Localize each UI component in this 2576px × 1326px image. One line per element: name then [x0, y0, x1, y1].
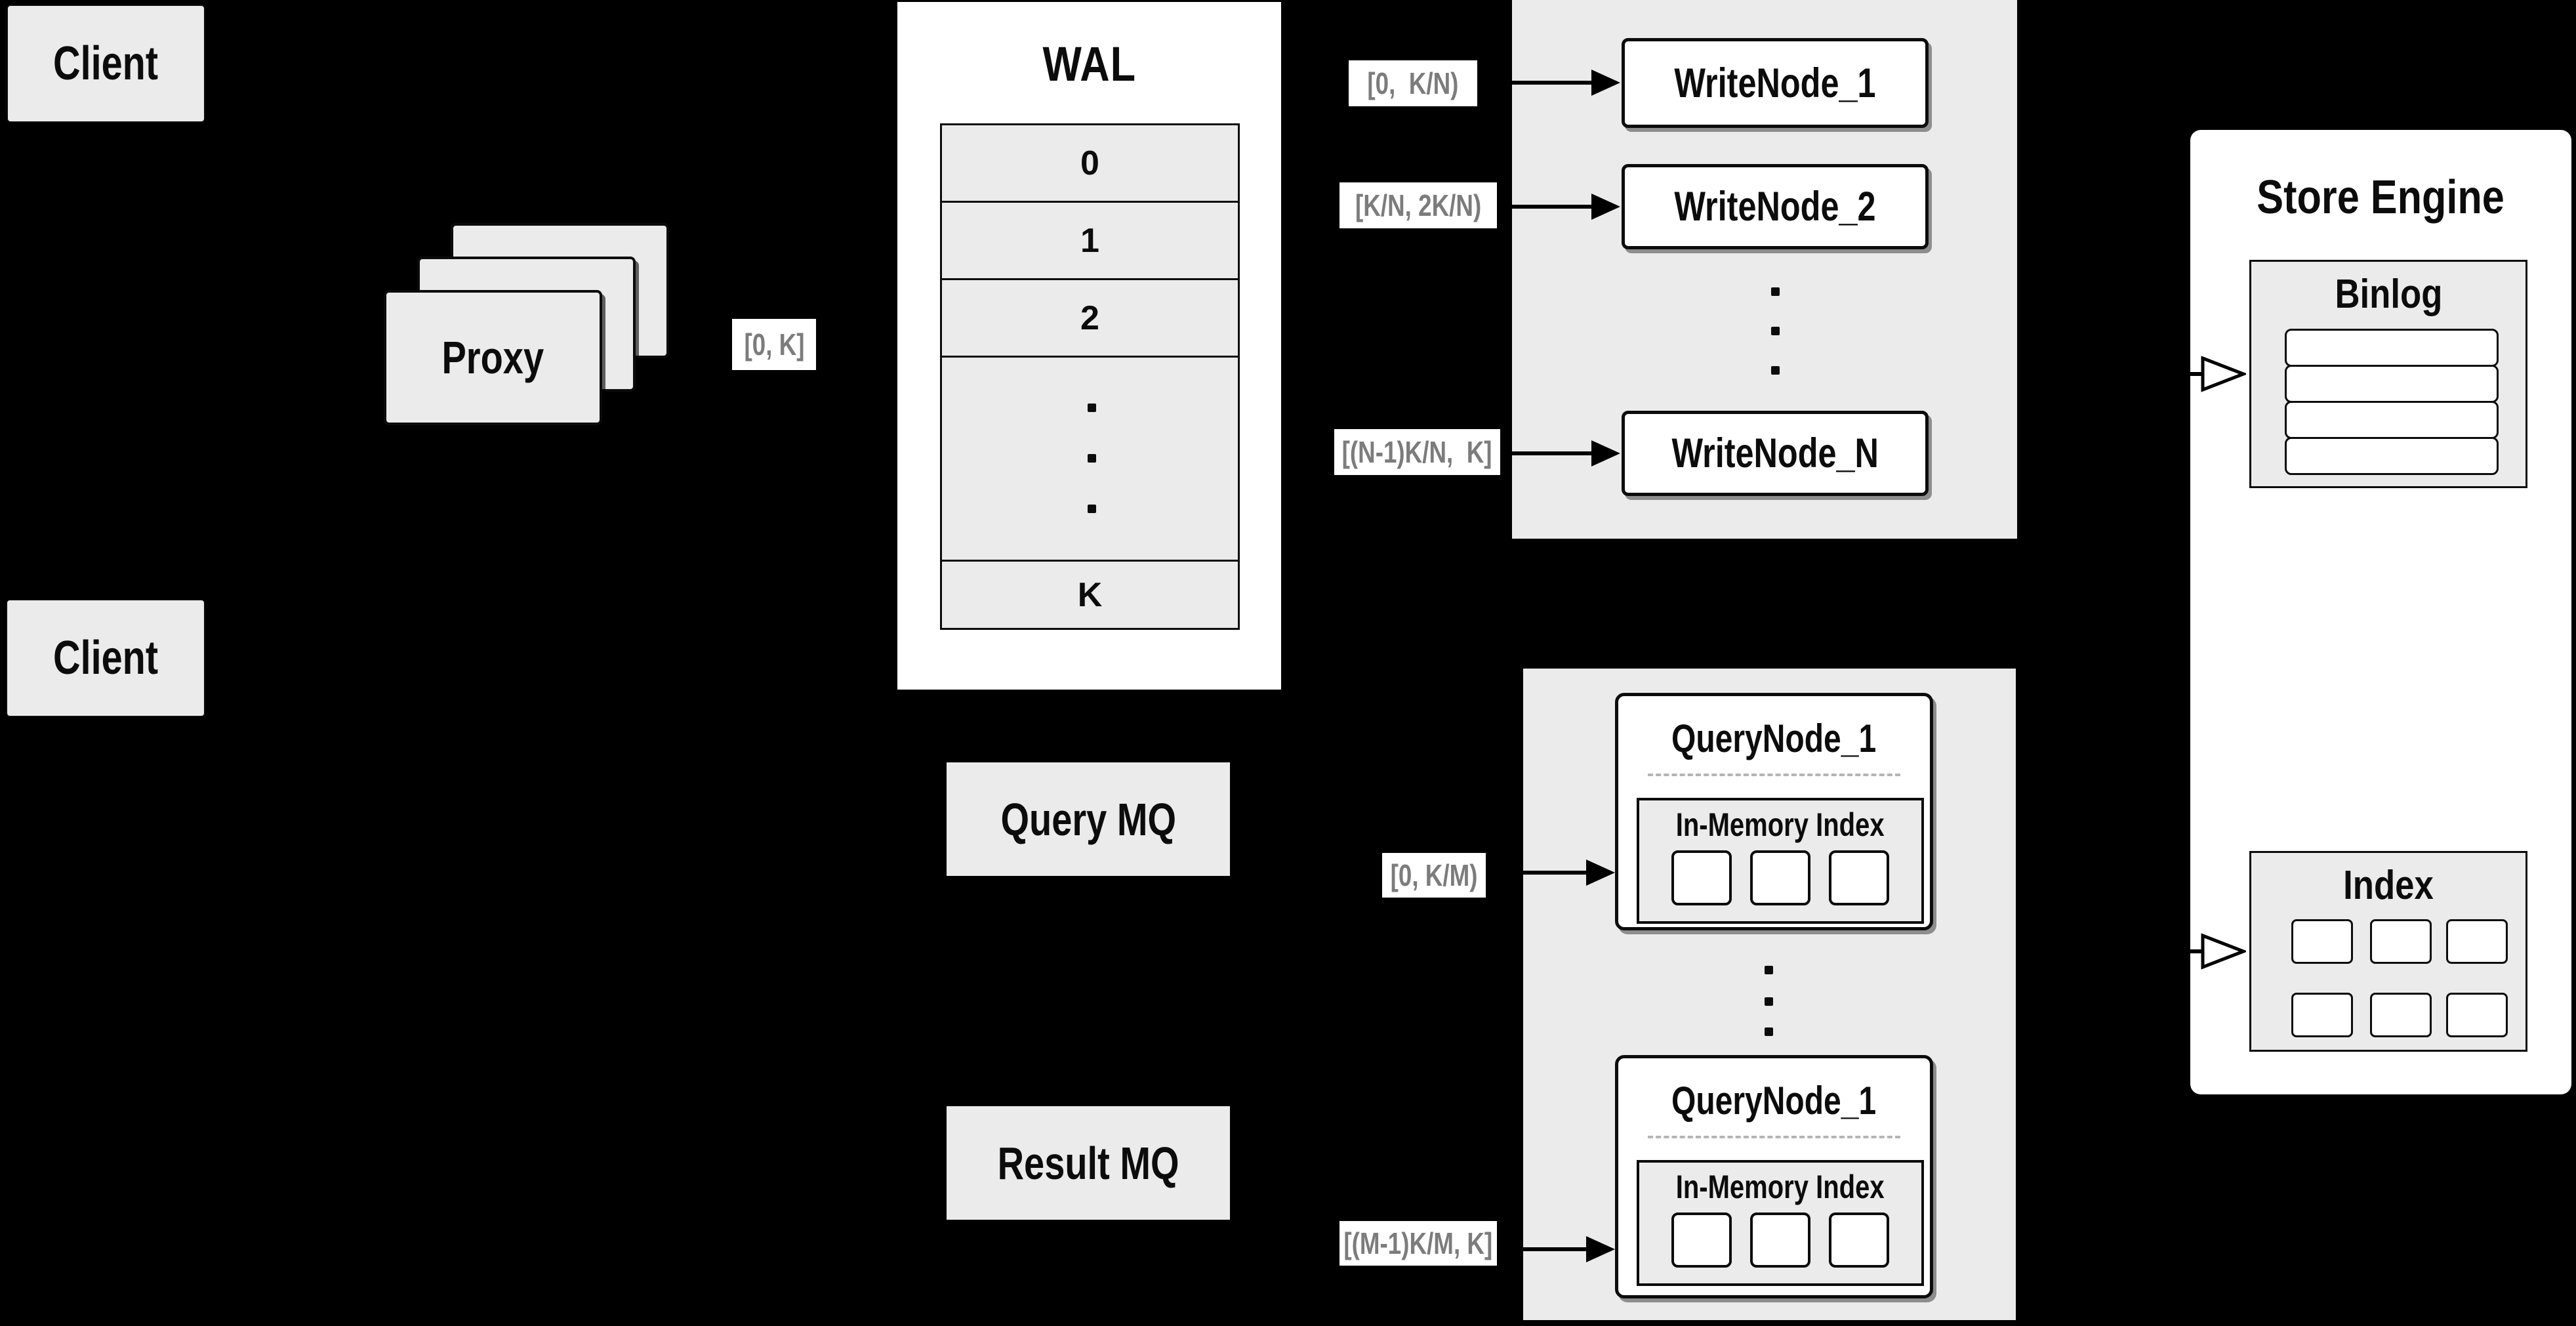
- client-label: Client: [53, 37, 159, 90]
- binlog-box: Binlog: [2249, 260, 2527, 488]
- store-engine-panel: Store Engine Binlog Index: [2190, 130, 2571, 1094]
- arrowhead-querynode-bottom: [1586, 1236, 1615, 1262]
- querynode-title: QueryNode_1: [1671, 716, 1877, 760]
- index-segment: [2370, 993, 2432, 1037]
- vertical-ellipsis: [1771, 327, 1780, 335]
- in-memory-index-title: In-Memory Index: [1676, 806, 1885, 843]
- in-memory-index-title: In-Memory Index: [1676, 1169, 1885, 1205]
- memory-segment: [1829, 850, 1889, 905]
- index-segment: [2446, 993, 2508, 1037]
- in-memory-index-box: In-Memory Index: [1637, 798, 1924, 924]
- dashed-separator: [1648, 1136, 1900, 1138]
- writenode-n-box: WriteNode_N: [1622, 411, 1929, 496]
- binlog-segment: [2285, 365, 2499, 403]
- memory-segment: [1671, 850, 1732, 905]
- writenode-1-box: WriteNode_1: [1622, 38, 1929, 128]
- in-memory-segments: [1639, 850, 1921, 905]
- querynode-title: QueryNode_1: [1671, 1079, 1877, 1123]
- wal-table: 0 1 2 K: [940, 123, 1240, 630]
- writenode-2-box: WriteNode_2: [1622, 164, 1929, 249]
- vertical-ellipsis: [1765, 997, 1773, 1006]
- memory-segment: [1671, 1212, 1732, 1268]
- wal-cell-ellipsis: [942, 358, 1238, 562]
- arrowhead-writenode-1: [1591, 70, 1620, 96]
- memory-segment: [1829, 1212, 1889, 1268]
- binlog-segment: [2285, 437, 2499, 475]
- index-segment: [2370, 919, 2432, 964]
- client-box-top: Client: [7, 5, 205, 123]
- vertical-ellipsis: [1088, 505, 1096, 513]
- client-box-bottom: Client: [6, 599, 205, 717]
- vertical-ellipsis: [1088, 404, 1096, 412]
- vertical-ellipsis: [1088, 454, 1096, 463]
- client-label: Client: [52, 632, 158, 684]
- arrowhead-querynode-top: [1586, 860, 1615, 886]
- index-box: Index: [2249, 851, 2527, 1052]
- arrow-to-querynode-top: [1503, 871, 1586, 875]
- arrow-to-binlog: [2186, 372, 2205, 376]
- binlog-segments: [2285, 329, 2499, 475]
- vertical-ellipsis: [1771, 366, 1780, 375]
- arrow-to-writenode-1: [1503, 81, 1591, 85]
- vertical-ellipsis: [1765, 966, 1773, 974]
- range-label-proxy: [0, K]: [732, 319, 816, 370]
- arrowhead-writenode-n: [1591, 440, 1620, 466]
- index-segment: [2446, 919, 2508, 964]
- binlog-title: Binlog: [2335, 272, 2442, 317]
- arrow-to-querynode-bottom: [1503, 1247, 1586, 1251]
- range-label-writenode-1: [0, K/N): [1349, 60, 1477, 106]
- index-segment: [2291, 919, 2353, 964]
- arrow-to-writenode-2: [1503, 205, 1591, 209]
- arrow-to-writenode-n: [1503, 451, 1591, 455]
- binlog-segment: [2285, 401, 2499, 439]
- range-label-writenode-n: [(N-1)K/N, K]: [1334, 429, 1500, 475]
- range-label-querynode-top: [0, K/M): [1382, 853, 1486, 898]
- in-memory-segments: [1639, 1212, 1921, 1268]
- range-label-querynode-bottom: [(M-1)K/M, K]: [1339, 1221, 1497, 1266]
- index-title: Index: [2343, 863, 2434, 908]
- arrow-to-index: [2186, 949, 2205, 953]
- index-segment: [2291, 993, 2353, 1037]
- in-memory-index-box: In-Memory Index: [1637, 1160, 1924, 1286]
- proxy-label: Proxy: [441, 332, 544, 383]
- range-label-writenode-2: [K/N, 2K/N): [1339, 182, 1497, 228]
- wal-cell: 0: [942, 125, 1238, 203]
- wal-cell: 1: [942, 203, 1238, 280]
- vertical-ellipsis: [1771, 287, 1780, 296]
- wal-panel: WAL 0 1 2 K: [897, 2, 1281, 690]
- query-mq-box: Query MQ: [947, 762, 1230, 876]
- vertical-ellipsis: [1765, 1027, 1773, 1036]
- memory-segment: [1750, 1212, 1810, 1268]
- wal-cell: K: [1077, 575, 1103, 614]
- proxy-card-front: Proxy: [384, 290, 602, 425]
- dashed-separator: [1648, 774, 1900, 776]
- wal-cell: 2: [942, 280, 1238, 358]
- result-mq-box: Result MQ: [947, 1106, 1230, 1220]
- open-arrowhead-index: [2201, 933, 2246, 970]
- querynode-bottom-box: QueryNode_1 In-Memory Index: [1615, 1055, 1933, 1298]
- store-engine-title: Store Engine: [2257, 171, 2505, 224]
- memory-segment: [1750, 850, 1810, 905]
- wal-title: WAL: [1042, 37, 1136, 91]
- querynode-top-box: QueryNode_1 In-Memory Index: [1615, 693, 1933, 930]
- binlog-segment: [2285, 329, 2499, 367]
- arrowhead-writenode-2: [1591, 194, 1620, 220]
- open-arrowhead-binlog: [2201, 356, 2246, 392]
